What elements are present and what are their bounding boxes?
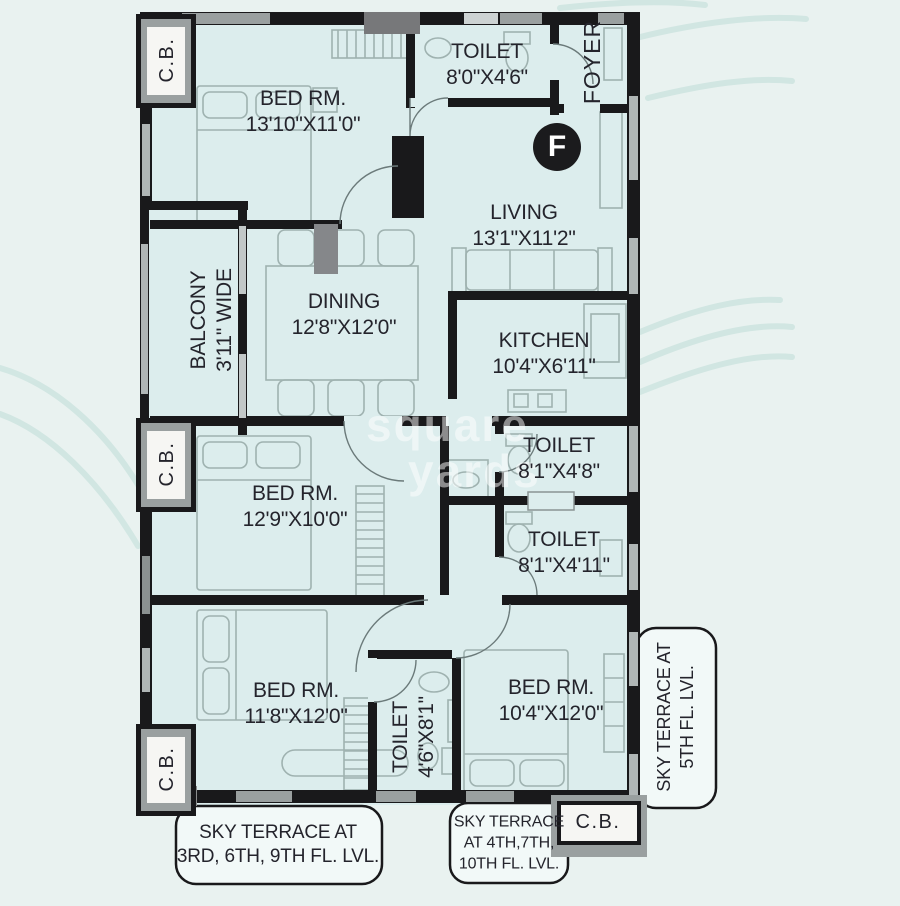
note-line: SKY TERRACE AT (199, 822, 357, 843)
note-boxes (174, 626, 718, 886)
note-sky-terrace-bottom-left: SKY TERRACE AT 3RD, 6TH, 9TH FL. LVL. (177, 821, 379, 869)
cupboard-icon (603, 653, 625, 753)
cupboard-label-2: C.B. (156, 441, 178, 487)
bench-icon (281, 749, 409, 777)
room-dims: 8'1"X4'8" (518, 460, 600, 483)
room-label-toilet4: TOILET 4'6"X8'1" (388, 696, 440, 778)
room-name: FOYER (579, 19, 605, 105)
windows (141, 13, 638, 802)
duct (527, 491, 575, 511)
room-label-toilet1: TOILET 8'0"X4'6" (446, 39, 528, 91)
note-line: SKY TERRACE AT (654, 642, 674, 792)
kitchen-counter-icon (583, 303, 627, 379)
decorative-swirls (0, 0, 809, 549)
room-name: BALCONY (187, 270, 210, 370)
room-label-foyer: FOYER (579, 20, 605, 104)
room-name: BED RM. (251, 482, 339, 505)
room-name: KITCHEN (498, 329, 590, 352)
room-label-dining: DINING 12'8"X12'0" (292, 289, 397, 341)
note-line: SKY TERRACE (453, 813, 565, 831)
room-dims: 8'0"X4'6" (446, 66, 528, 89)
room-dims: 12'8"X12'0" (291, 316, 397, 339)
room-label-bed4: BED RM. 10'4"X12'0" (499, 675, 604, 727)
flat-badge-circle (533, 123, 581, 171)
room-dims: 10'4"X12'0" (498, 702, 604, 725)
room-name: TOILET (451, 40, 523, 63)
room-dims: 13'10"X11'0" (245, 113, 361, 136)
door-arcs (339, 43, 594, 703)
room-name: LIVING (490, 201, 558, 224)
furniture (196, 27, 627, 793)
note-sky-terrace-right: SKY TERRACE AT 5TH FL. LVL. (653, 642, 699, 791)
room-dims: 12'9"X10'0" (242, 508, 348, 531)
room-label-bed1: BED RM. 13'10"X11'0" (246, 86, 361, 138)
basin-icon (424, 37, 452, 59)
room-name: TOILET (389, 701, 412, 773)
room-label-kitchen: KITCHEN 10'4"X6'11" (492, 328, 595, 380)
wc-icon (505, 43, 529, 73)
note-sky-terrace-bottom-mid: SKY TERRACE AT 4TH,7TH, 10TH FL. LVL. (454, 812, 564, 875)
cupboard-boxes (136, 14, 647, 857)
watermark: square yards (366, 402, 541, 494)
room-dims: 13'1"X11'2" (472, 227, 576, 250)
bed-icon (196, 609, 328, 721)
room-name: BED RM. (507, 676, 595, 699)
hob-icon (507, 389, 567, 413)
room-dims: 8'1"X4'11" (518, 554, 610, 577)
room-label-bed3: BED RM. 11'8"X12'0" (244, 678, 347, 730)
cupboard-label-3: C.B. (156, 746, 178, 792)
note-line: 3RD, 6TH, 9TH FL. LVL. (176, 846, 380, 867)
note-box-bottom-left (174, 804, 384, 886)
room-name: DINING (307, 290, 381, 313)
cupboard-label-4: C.B. (575, 811, 621, 833)
room-label-balcony: BALCONY 3'11" WIDE (186, 268, 238, 372)
flat-badge: F (547, 130, 567, 163)
cupboard-label-1: C.B. (156, 37, 178, 83)
note-line: 10TH FL. LVL. (458, 855, 560, 873)
bed-icon (196, 435, 312, 591)
wall-piers (143, 12, 420, 806)
room-dims: 11'8"X12'0" (244, 705, 348, 728)
room-dims: 4'6"X8'1" (415, 696, 438, 778)
room-dims: 10'4"X6'11" (492, 355, 596, 378)
room-name: BED RM. (259, 87, 347, 110)
room-name: BED RM. (252, 679, 340, 702)
room-dims: 3'11" WIDE (213, 268, 236, 372)
note-line: AT 4TH,7TH, (463, 834, 555, 852)
room-label-bed2: BED RM. 12'9"X10'0" (243, 481, 348, 533)
room-label-toilet3: TOILET 8'1"X4'11" (518, 527, 610, 579)
note-line: 5TH FL. LVL. (677, 665, 697, 769)
room-label-toilet2: TOILET 8'1"X4'8" (518, 433, 600, 485)
watermark-line2: yards (408, 445, 541, 497)
room-name: TOILET (528, 528, 600, 551)
room-name: TOILET (523, 434, 595, 457)
room-label-living: LIVING 13'1"X11'2" (472, 200, 575, 252)
watermark-line1: square (366, 399, 529, 451)
